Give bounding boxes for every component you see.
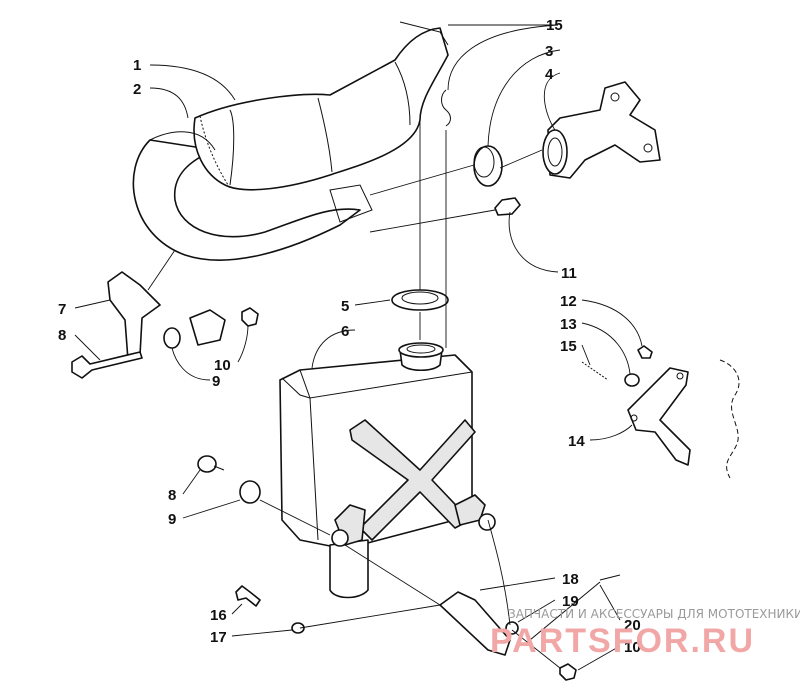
callout-18: 18	[562, 571, 579, 588]
watermark-tagline: ЗАПЧАСТИ И АКСЕССУАРЫ ДЛЯ МОТОТЕХНИКИ	[508, 607, 800, 621]
spring-15-lower	[581, 361, 609, 381]
callout-10-lower: 10	[624, 639, 641, 656]
spring-20	[529, 574, 621, 641]
bolt-12	[637, 345, 653, 359]
callout-11: 11	[561, 265, 577, 282]
callout-15-upper: 15	[546, 17, 563, 34]
callout-9-upper: 9	[212, 373, 220, 390]
callout-2: 2	[133, 81, 141, 98]
callout-13: 13	[560, 316, 577, 333]
clamp-bracket	[189, 309, 226, 346]
spring-11	[494, 197, 521, 216]
chassis-edge	[719, 359, 740, 479]
seal-ring-3	[473, 145, 503, 187]
callout-6: 6	[341, 323, 349, 340]
washer-17	[291, 622, 305, 634]
exhaust-manifold	[542, 81, 661, 179]
callout-19: 19	[562, 593, 579, 610]
leader-lines	[74, 24, 643, 671]
bushing-9-upper	[163, 327, 181, 349]
muffler	[279, 342, 496, 599]
callout-4: 4	[545, 66, 554, 83]
callout-10-upper: 10	[214, 357, 231, 374]
callout-7: 7	[58, 301, 66, 318]
callout-3: 3	[545, 43, 553, 60]
spring-15-upper	[399, 21, 451, 127]
gasket-5	[391, 289, 449, 311]
bolt-16	[235, 585, 261, 607]
callout-15-lower: 15	[560, 338, 577, 355]
bolt-8-upper	[71, 351, 143, 379]
grommet-19	[505, 621, 519, 635]
bracket-7	[107, 271, 161, 361]
nut-10-upper	[241, 307, 259, 327]
callout-labels: 1 2 3 4 5 6 7 8 8 9 9 10 10 11 12 13 14 …	[58, 17, 641, 656]
callout-5: 5	[341, 298, 349, 315]
callout-17: 17	[210, 629, 227, 646]
grommet-13	[624, 373, 640, 387]
callout-8-lower: 8	[168, 487, 176, 504]
callout-9-lower: 9	[168, 511, 176, 528]
callout-16: 16	[210, 607, 227, 624]
callout-8-upper: 8	[58, 327, 66, 344]
bolt-8-lower	[197, 455, 225, 473]
callout-12: 12	[560, 293, 577, 310]
watermark: ЗАПЧАСТИ И АКСЕССУАРЫ ДЛЯ МОТОТЕХНИКИ PA…	[490, 607, 800, 660]
callout-14: 14	[568, 433, 585, 450]
bracket-18	[439, 591, 511, 656]
bushing-9-lower	[239, 480, 261, 504]
callout-20: 20	[624, 617, 641, 634]
nut-10-lower	[559, 663, 577, 681]
bracket-14	[627, 367, 691, 466]
exhaust-pipe	[132, 27, 449, 261]
callout-1: 1	[133, 57, 141, 74]
watermark-brand: PARTSFOR.RU	[490, 622, 755, 660]
